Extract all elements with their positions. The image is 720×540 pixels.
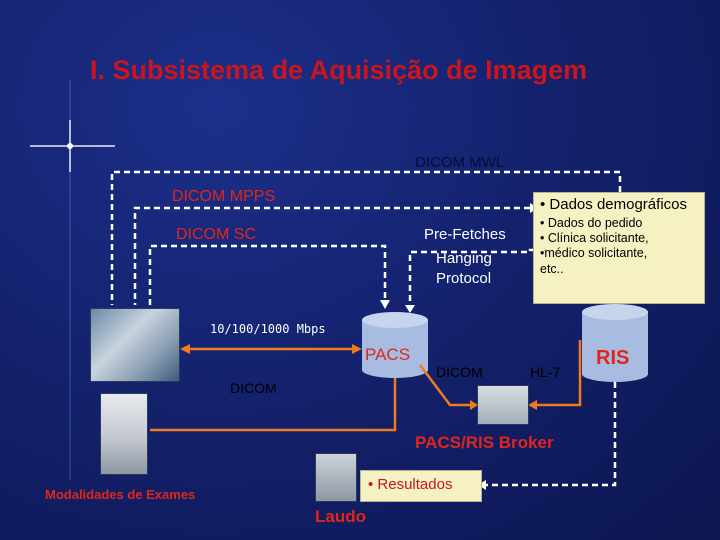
label-pacs: PACS <box>365 345 410 365</box>
ct-scanner-image <box>90 308 180 382</box>
server-image <box>315 453 357 502</box>
info-line: etc.. <box>540 262 564 276</box>
broker-computer-image <box>477 385 529 425</box>
info-line: •médico solicitante, <box>540 246 647 260</box>
label-dicom-sc: DICOM SC <box>176 226 256 244</box>
label-protocol: Protocol <box>436 270 491 287</box>
modality2-pacs-link <box>150 362 400 430</box>
info-line: • Dados do pedido <box>540 216 642 230</box>
info-header: • Dados demográficos <box>540 196 687 213</box>
label-dicom-mpps: DICOM MPPS <box>172 188 275 206</box>
label-dicom-left: DICOM <box>230 380 277 396</box>
label-dicom-mwl: DICOM MWL <box>415 154 504 171</box>
label-laudo: Laudo <box>315 507 366 527</box>
label-modalidades: Modalidades de Exames <box>45 487 195 502</box>
label-broker: PACS/RIS Broker <box>415 433 554 453</box>
label-hl7: HL-7 <box>530 364 560 380</box>
info-line: • Clínica solicitante, <box>540 231 649 245</box>
label-dicom-mid: DICOM <box>436 364 483 380</box>
label-pre-fetches: Pre-Fetches <box>424 226 506 243</box>
modality-pacs-link <box>180 344 362 354</box>
ris-database <box>582 304 648 382</box>
sc-connector <box>150 246 385 305</box>
label-hanging: Hanging <box>436 250 492 267</box>
label-resultados: • Resultados <box>368 476 452 493</box>
label-ris: RIS <box>596 347 629 370</box>
label-speed: 10/100/1000 Mbps <box>210 322 326 336</box>
ultrasound-device-image <box>100 393 148 475</box>
